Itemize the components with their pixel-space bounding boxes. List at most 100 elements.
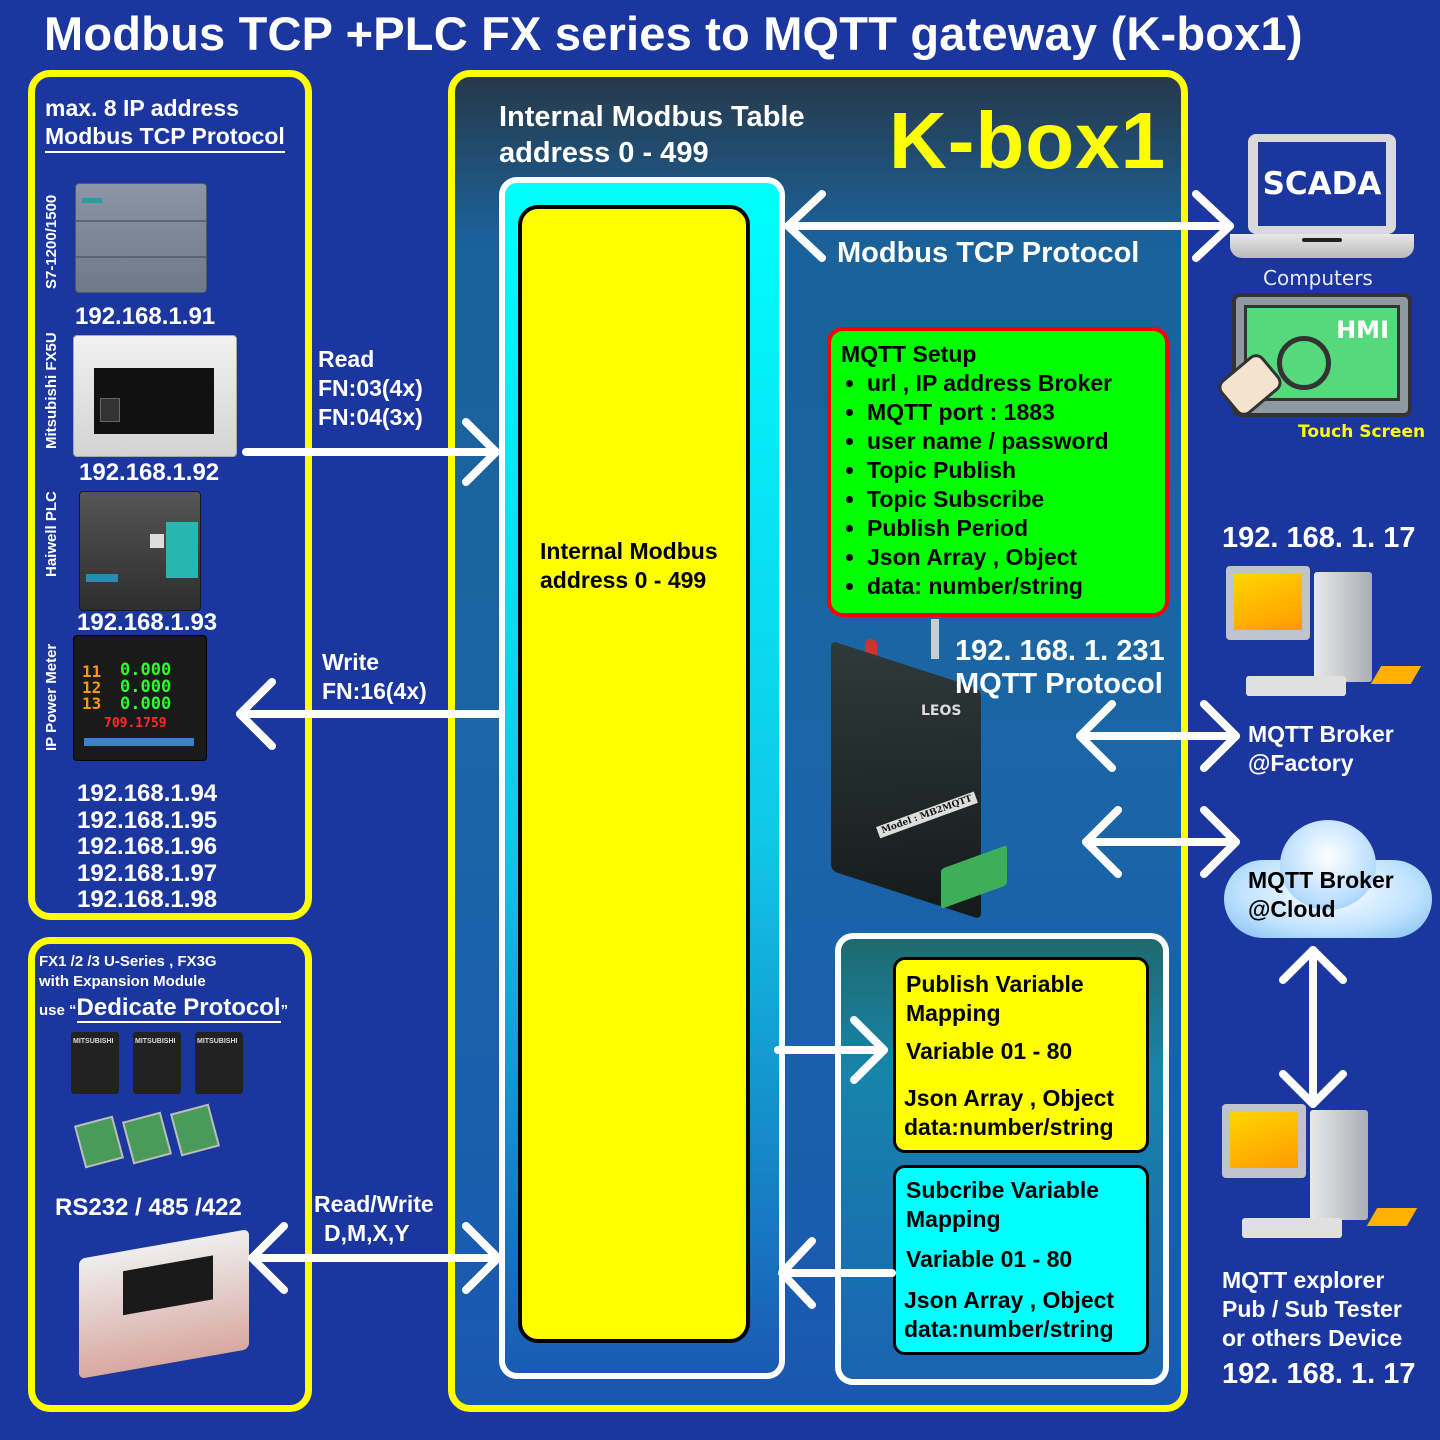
fx-series-text: FX1 /2 /3 U-Series , FX3G with Expansion… bbox=[39, 952, 217, 992]
factory-broker-line2: @Factory bbox=[1248, 750, 1354, 776]
expansion-module-line: with Expansion Module bbox=[39, 973, 206, 990]
extra-ip: 192.168.1.95 bbox=[77, 806, 218, 834]
subscribe-title-line1: Subcribe Variable bbox=[906, 1177, 1100, 1203]
explorer-ip-label: 192. 168. 1. 17 bbox=[1222, 1358, 1416, 1390]
scada-label: SCADA bbox=[1262, 166, 1382, 202]
mqtt-setup-box: MQTT Setup url , IP address Broker MQTT … bbox=[827, 327, 1169, 617]
laptop-base bbox=[1230, 234, 1414, 258]
modbus-tcp-devices-panel: max. 8 IP address Modbus TCP Protocol S7… bbox=[28, 70, 312, 920]
use-suffix: ” bbox=[280, 1002, 289, 1019]
siemens-plc-image bbox=[75, 183, 207, 293]
variable-mapping-container: Publish Variable Mapping Variable 01 - 8… bbox=[835, 933, 1169, 1385]
extra-ip: 192.168.1.94 bbox=[77, 780, 218, 807]
internal-modbus-block: Internal Modbus address 0 - 499 bbox=[518, 205, 750, 1343]
modbus-tcp-heading: Modbus TCP Protocol bbox=[45, 123, 285, 153]
device-ip-1: 192.168.1.91 bbox=[75, 303, 216, 330]
publish-data-line: data:number/string bbox=[904, 1114, 1114, 1140]
fx-series-line: FX1 /2 /3 U-Series , FX3G bbox=[39, 953, 217, 970]
modbus-tcp-protocol-label: Modbus TCP Protocol bbox=[837, 237, 1140, 269]
write-label: Write bbox=[322, 649, 380, 675]
device-label-power-meter: IP Power Meter bbox=[43, 643, 60, 751]
hmi-touchscreen-image: HMI bbox=[1214, 293, 1412, 420]
cloud-broker-line2: @Cloud bbox=[1248, 896, 1336, 922]
page-title: Modbus TCP +PLC FX series to MQTT gatewa… bbox=[44, 7, 1303, 60]
subscribe-data-line: data:number/string bbox=[904, 1316, 1114, 1342]
publish-title: Publish Variable Mapping bbox=[906, 970, 1084, 1028]
subscribe-range: Variable 01 - 80 bbox=[906, 1246, 1073, 1272]
kbox-device-brand: LEOS bbox=[921, 703, 962, 719]
read-fn03-label: FN:03(4x) bbox=[318, 375, 423, 401]
mitsubishi-fx3u-image bbox=[79, 1229, 249, 1379]
publish-title-line1: Publish Variable bbox=[906, 971, 1084, 997]
mqtt-setup-item: user name / password bbox=[867, 427, 1112, 456]
publish-title-line2: Mapping bbox=[906, 1000, 1001, 1026]
explorer-line1: MQTT explorer bbox=[1222, 1267, 1385, 1293]
expansion-board-image bbox=[121, 1111, 173, 1165]
modbus-table-title-line1: Internal Modbus Table bbox=[499, 101, 805, 133]
device-label-haiwell: Haiwell PLC bbox=[43, 491, 60, 577]
mqtt-explorer-label: MQTT explorer Pub / Sub Tester or others… bbox=[1222, 1266, 1402, 1353]
mqtt-explorer-pc-image bbox=[1222, 1104, 1422, 1254]
subscribe-format-line: Json Array , Object bbox=[904, 1287, 1115, 1313]
serial-interfaces-label: RS232 / 485 /422 bbox=[55, 1194, 242, 1221]
read-label-group: Read FN:03(4x) FN:04(3x) bbox=[318, 345, 423, 432]
extra-ip: 192.168.1.97 bbox=[77, 859, 218, 887]
broker-ip-label: 192. 168. 1. 17 bbox=[1222, 522, 1416, 554]
expansion-module-image: MITSUBISHI bbox=[71, 1032, 119, 1094]
subscribe-mapping-box: Subcribe Variable Mapping Variable 01 - … bbox=[893, 1165, 1149, 1355]
cloud-explorer-arrow-icon bbox=[1279, 946, 1347, 1108]
mqtt-setup-item: Publish Period bbox=[867, 514, 1112, 543]
publish-range: Variable 01 - 80 bbox=[906, 1038, 1073, 1064]
device-label-fx5u: Mitsubishi FX5U bbox=[43, 332, 60, 449]
kbox-device-image: LEOS Model : MB2MQTT bbox=[821, 619, 1033, 925]
device-ip-2: 192.168.1.92 bbox=[79, 459, 220, 486]
mqtt-setup-list: url , IP address Broker MQTT port : 1883… bbox=[831, 369, 1112, 601]
rw-label-group: Read/Write D,M,X,Y bbox=[314, 1190, 434, 1248]
write-fn16-label: FN:16(4x) bbox=[322, 678, 427, 704]
max-ip-heading: max. 8 IP address bbox=[45, 95, 239, 121]
internal-modbus-table: Internal Modbus address 0 - 499 bbox=[499, 177, 785, 1379]
mqtt-setup-item: Topic Subscribe bbox=[867, 485, 1112, 514]
read-label: Read bbox=[318, 346, 375, 372]
modbus-table-title: Internal Modbus Table address 0 - 499 bbox=[499, 99, 805, 171]
modbus-table-title-line2: address 0 - 499 bbox=[499, 137, 709, 169]
factory-broker-pc-image bbox=[1226, 566, 1426, 712]
mqtt-setup-item: Topic Publish bbox=[867, 456, 1112, 485]
use-prefix: use “ bbox=[39, 1002, 77, 1019]
computers-label: Computers bbox=[1263, 266, 1373, 290]
factory-broker-line1: MQTT Broker bbox=[1248, 721, 1394, 747]
subscribe-title-line2: Mapping bbox=[906, 1206, 1001, 1232]
haiwell-plc-image bbox=[79, 491, 201, 611]
mqtt-setup-item: url , IP address Broker bbox=[867, 369, 1112, 398]
hmi-label: HMI bbox=[1336, 316, 1389, 344]
internal-modbus-line1: Internal Modbus bbox=[540, 538, 718, 564]
read-write-label: Read/Write bbox=[314, 1191, 434, 1217]
publish-mapping-box: Publish Variable Mapping Variable 01 - 8… bbox=[893, 957, 1149, 1153]
device-ip-3: 192.168.1.93 bbox=[77, 609, 218, 636]
explorer-line3: or others Device bbox=[1222, 1325, 1403, 1351]
internal-modbus-text: Internal Modbus address 0 - 499 bbox=[540, 537, 718, 595]
dedicate-protocol-label: Dedicate Protocol bbox=[76, 994, 281, 1023]
rw-devices-label: D,M,X,Y bbox=[324, 1220, 410, 1246]
mqtt-setup-title: MQTT Setup bbox=[841, 341, 977, 367]
subscribe-format: Json Array , Object data:number/string bbox=[904, 1286, 1114, 1344]
expansion-board-image bbox=[169, 1103, 221, 1157]
publish-format-line: Json Array , Object bbox=[904, 1085, 1115, 1111]
kbox-network-info: 192. 168. 1. 231 MQTT Protocol bbox=[955, 635, 1165, 701]
extra-ip-list: 192.168.1.94 192.168.1.95 192.168.1.96 1… bbox=[77, 780, 218, 914]
expansion-module-image: MITSUBISHI bbox=[195, 1032, 243, 1094]
publish-format: Json Array , Object data:number/string bbox=[904, 1084, 1114, 1142]
mqtt-setup-item: MQTT port : 1883 bbox=[867, 398, 1112, 427]
kbox-brand: K-box1 bbox=[889, 96, 1167, 185]
write-label-group: Write FN:16(4x) bbox=[322, 648, 427, 706]
scada-laptop-image: SCADA bbox=[1248, 134, 1396, 234]
dedicate-protocol-panel: FX1 /2 /3 U-Series , FX3G with Expansion… bbox=[28, 937, 312, 1412]
mqtt-setup-item: data: number/string bbox=[867, 572, 1112, 601]
subscribe-title: Subcribe Variable Mapping bbox=[906, 1176, 1099, 1234]
kbox-ip: 192. 168. 1. 231 bbox=[955, 635, 1165, 667]
explorer-line2: Pub / Sub Tester bbox=[1222, 1296, 1402, 1322]
expansion-module-image: MITSUBISHI bbox=[133, 1032, 181, 1094]
expansion-board-image bbox=[73, 1115, 125, 1169]
mitsubishi-fx5u-image bbox=[73, 335, 237, 457]
